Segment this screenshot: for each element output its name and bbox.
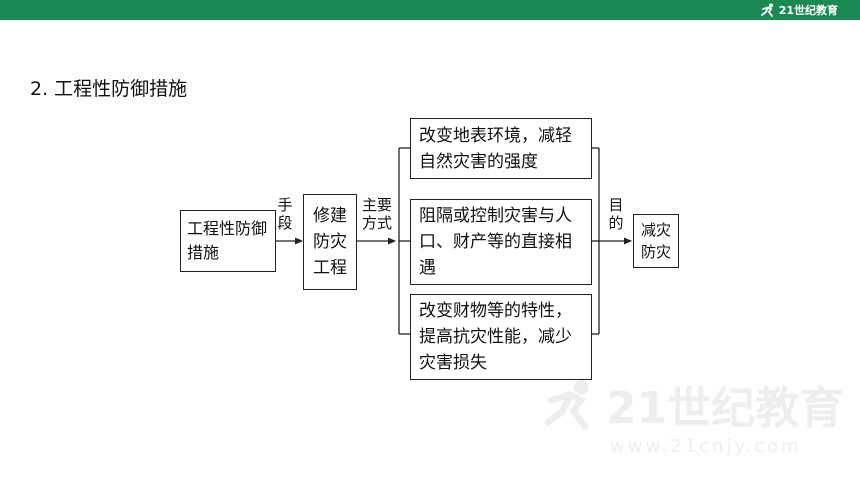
branch-box-1: 改变地表环境，减轻自然灾害的强度 <box>410 118 592 179</box>
branch-box-3: 改变财物等的特性，提高抗灾性能，减少灾害损失 <box>410 294 592 380</box>
node-middle-text: 修建防灾工程 <box>313 206 347 278</box>
edge-label-means: 手段 <box>277 196 293 232</box>
branch-box-2: 阻隔或控制灾害与人口、财产等的直接相遇 <box>410 199 592 285</box>
edge-label-purpose: 目的 <box>608 196 624 232</box>
branch-text-2: 阻隔或控制灾害与人口、财产等的直接相遇 <box>419 206 572 278</box>
node-middle: 修建防灾工程 <box>303 194 357 290</box>
logo-text: 21世纪教育 <box>778 4 838 17</box>
node-result-text: 减灾防灾 <box>640 221 671 261</box>
watermark-text: 21世纪教育 <box>606 383 844 434</box>
top-banner: 21世纪教育 <box>0 0 860 20</box>
node-result: 减灾防灾 <box>633 214 679 268</box>
watermark-runner-icon <box>544 379 589 430</box>
branch-text-1: 改变地表环境，减轻自然灾害的强度 <box>419 125 572 172</box>
runner-icon <box>760 3 773 17</box>
edge-label-main-way: 主要方式 <box>361 196 392 232</box>
node-source-text: 工程性防御措施 <box>187 219 268 262</box>
logo: 21世纪教育 <box>760 1 838 19</box>
branch-text-3: 改变财物等的特性，提高抗灾性能，减少灾害损失 <box>419 301 572 373</box>
watermark: 21世纪教育 www.21cnjy.com <box>540 372 843 457</box>
node-source: 工程性防御措施 <box>180 210 276 272</box>
section-heading: 2. 工程性防御措施 <box>30 78 188 100</box>
watermark-url: www.21cnjy.com <box>610 436 802 457</box>
